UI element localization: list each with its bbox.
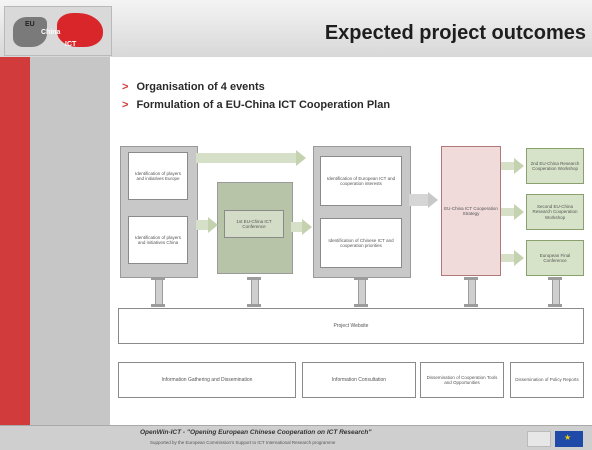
bullet-list: > Organisation of 4 events > Formulation o…	[122, 78, 582, 114]
identification-europe-box: Identification of players and initiative…	[128, 152, 188, 200]
arrow-right-icon	[514, 158, 524, 174]
europe-map-icon	[13, 17, 47, 47]
red-sidebar	[0, 57, 30, 425]
connector-cap	[151, 277, 165, 280]
bullet-arrow-icon: >	[122, 81, 129, 93]
information-gathering-box: Information Gathering and Dissemination	[118, 362, 296, 398]
vertical-connector	[358, 278, 366, 306]
partner-logo	[527, 431, 551, 447]
workshop-box-2: Second EU-China Research Cooperation Wor…	[526, 194, 584, 230]
arrow-shaft	[196, 220, 210, 230]
arrow-right-icon	[428, 192, 438, 208]
arrow-right-icon	[208, 217, 218, 233]
project-website-box: Project Website	[118, 308, 584, 344]
arrow-shaft	[501, 208, 515, 216]
connector-cap	[247, 277, 261, 280]
arrow-shaft	[291, 222, 303, 232]
project-logo: EU China ICT	[4, 6, 112, 56]
workshop-box-1: 2nd EU-China Research Cooperation Worksh…	[526, 148, 584, 184]
footer-title: OpenWin-ICT - "Opening European Chinese …	[140, 429, 372, 436]
logo-text-china: China	[41, 29, 61, 36]
identification-china-box: Identification of players and initiative…	[128, 216, 188, 264]
connector-cap	[354, 304, 368, 307]
china-map-icon	[57, 13, 103, 47]
connector-cap	[151, 304, 165, 307]
connector-cap	[247, 304, 261, 307]
final-conference-box: European Final Conference	[526, 240, 584, 276]
arrow-right-icon	[302, 219, 312, 235]
bullet-text: Formulation of a EU-China ICT Cooperatio…	[136, 99, 391, 111]
arrow-shaft	[196, 153, 296, 163]
vertical-connector	[251, 278, 259, 306]
bullet-item: > Organisation of 4 events	[122, 78, 582, 96]
information-consultation-box: Information Consultation	[302, 362, 416, 398]
cooperation-plan-box: EU-China ICT Cooperation Strategy	[441, 146, 501, 276]
vertical-connector	[552, 278, 560, 306]
arrow-right-icon	[514, 250, 524, 266]
arrow-shaft	[501, 254, 515, 262]
connector-cap	[548, 304, 562, 307]
logo-text-eu: EU	[25, 21, 35, 28]
logo-text-ict: ICT	[65, 41, 77, 48]
arrow-shaft	[501, 162, 515, 170]
eu-flag-icon: ★	[555, 431, 583, 447]
arrow-right-icon	[514, 204, 524, 220]
arrow-shaft	[409, 194, 429, 206]
arrow-right-icon	[296, 150, 306, 166]
connector-cap	[464, 304, 478, 307]
bullet-item: > Formulation of a EU-China ICT Cooperati…	[122, 96, 582, 114]
bullet-arrow-icon: >	[122, 99, 129, 111]
grey-sidebar-strip	[30, 57, 110, 425]
connector-cap	[354, 277, 368, 280]
european-interests-box: Identification of European ICT and coope…	[320, 156, 402, 206]
footer-subtitle: Supported by the European Commission's S…	[150, 440, 336, 445]
vertical-connector	[155, 278, 163, 306]
slide-title: Expected project outcomes	[324, 22, 586, 44]
chinese-priorities-box: Identification of Chinese ICT and cooper…	[320, 218, 402, 268]
connector-cap	[464, 277, 478, 280]
conference-box: 1st EU-China ICT Conference	[224, 210, 284, 238]
slide-footer: OpenWin-ICT - "Opening European Chinese …	[0, 425, 592, 450]
vertical-connector	[468, 278, 476, 306]
connector-cap	[548, 277, 562, 280]
cooperation-tools-box: Dissemination of Cooperation Tools and O…	[420, 362, 504, 398]
policy-reports-box: Dissemination of Policy Reports	[510, 362, 584, 398]
bullet-text: Organisation of 4 events	[136, 81, 265, 93]
slide-header: EU China ICT Expected project outcomes	[0, 0, 592, 58]
